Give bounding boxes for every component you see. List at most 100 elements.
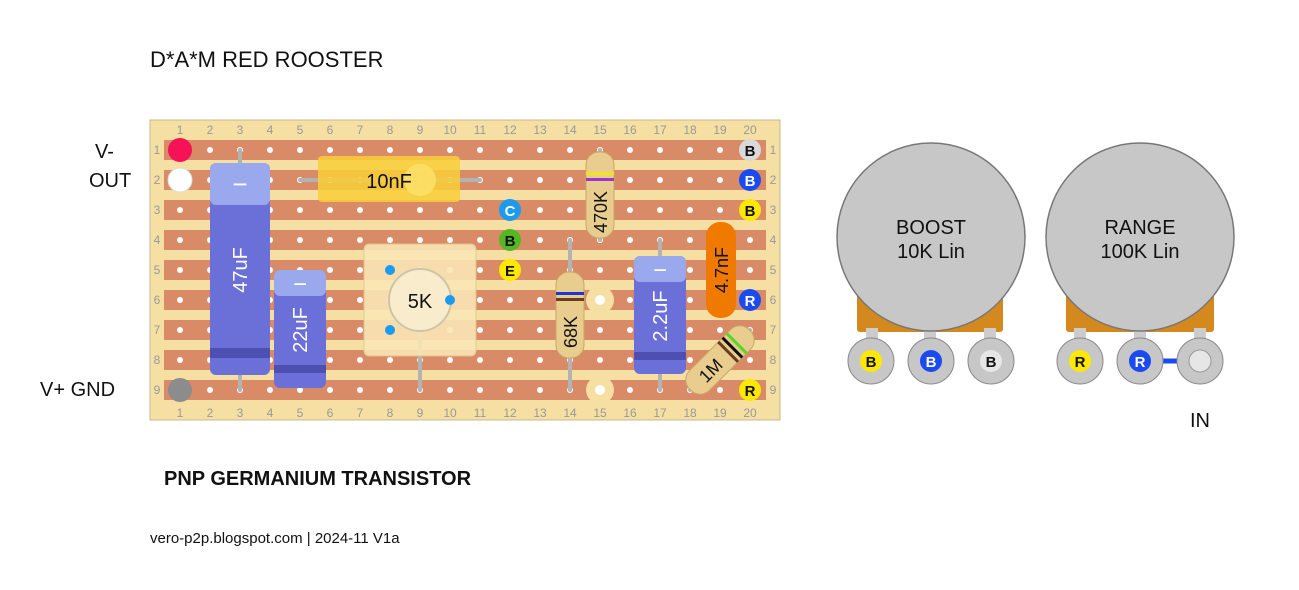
column-number: 20 <box>743 123 757 137</box>
board-hole <box>177 297 183 303</box>
capacitor-2-2uf-body <box>634 256 686 374</box>
board-hole <box>567 147 573 153</box>
board-hole <box>537 237 543 243</box>
column-number: 8 <box>387 123 394 137</box>
board-hole <box>507 297 513 303</box>
pot-range-lug-1-label: R <box>1075 354 1086 371</box>
wire-marker-row2 <box>739 169 761 191</box>
pot-boost-value: 10K Lin <box>897 241 965 263</box>
trimmer-pin <box>445 295 455 305</box>
column-number: 4 <box>267 406 274 420</box>
resistor-band <box>725 332 748 355</box>
row-number: 7 <box>154 323 161 337</box>
board-hole <box>507 327 513 333</box>
board-hole <box>477 267 483 273</box>
pot-range-lug-1-marker <box>1069 350 1091 372</box>
column-number: 7 <box>357 406 364 420</box>
board-hole <box>357 267 363 273</box>
board-hole <box>717 147 723 153</box>
column-number: 2 <box>207 123 214 137</box>
row-number: 3 <box>770 203 777 217</box>
capacitor-22uf-body <box>274 270 326 388</box>
board-hole <box>567 207 573 213</box>
column-number: 11 <box>474 123 487 137</box>
board-hole <box>327 147 333 153</box>
capacitor-4-7nf-body <box>706 222 736 318</box>
column-number: 15 <box>593 123 607 137</box>
board-hole <box>447 357 453 363</box>
column-number: 13 <box>533 406 547 420</box>
board-hole <box>327 297 333 303</box>
capacitor-22uf-band <box>274 365 326 373</box>
board-hole <box>627 177 633 183</box>
in-label: IN <box>1190 410 1210 432</box>
row-number: 6 <box>770 293 777 307</box>
board-hole <box>327 267 333 273</box>
pot-range-body <box>1045 142 1235 332</box>
board-hole <box>387 387 393 393</box>
board-hole <box>537 357 543 363</box>
board-hole <box>207 147 213 153</box>
capacitor-22uf-top <box>274 270 326 296</box>
column-number: 17 <box>653 406 667 420</box>
row-number: 5 <box>770 263 777 277</box>
resistor-band <box>556 298 584 301</box>
pot-boost-lug-3-marker <box>980 350 1002 372</box>
board-hole <box>327 327 333 333</box>
board-hole <box>627 237 633 243</box>
column-number: 4 <box>267 123 274 137</box>
gnd-terminal <box>168 378 192 402</box>
pot-boost-lug-2-marker <box>920 350 942 372</box>
board-hole <box>207 387 213 393</box>
pot-range-lug-2-marker <box>1129 350 1151 372</box>
board-hole <box>417 207 423 213</box>
column-number: 11 <box>474 406 487 420</box>
capacitor-47uf: − 47uF <box>210 163 270 375</box>
board-hole <box>687 207 693 213</box>
board-hole <box>357 297 363 303</box>
row-number: 7 <box>770 323 777 337</box>
board-hole <box>597 357 603 363</box>
pot-boost-body <box>836 142 1026 332</box>
board-hole <box>447 237 453 243</box>
column-number: 10 <box>443 406 457 420</box>
resistor-band <box>586 172 614 175</box>
board-hole <box>537 207 543 213</box>
pot-range-lug-3-marker <box>1188 349 1212 373</box>
column-number: 15 <box>593 406 607 420</box>
row-number: 4 <box>154 233 161 247</box>
board-hole <box>387 357 393 363</box>
row-number: 1 <box>770 143 777 157</box>
board-hole <box>657 177 663 183</box>
resistor-band <box>721 336 744 359</box>
board-hole <box>687 147 693 153</box>
board-hole <box>627 267 633 273</box>
column-numbers: 1122334455667788991010111112121313141415… <box>177 123 757 420</box>
board-hole <box>507 387 513 393</box>
board-hole <box>507 177 513 183</box>
board-hole <box>357 357 363 363</box>
capacitor-10nf-lead-pad <box>404 164 436 196</box>
pot-boost: BOOST 10K Lin B B B <box>836 142 1026 385</box>
column-number: 1 <box>177 123 184 137</box>
pot-boost-name: BOOST <box>896 217 966 239</box>
column-number: 16 <box>623 123 637 137</box>
board-hole <box>357 387 363 393</box>
column-number: 6 <box>327 123 334 137</box>
copper-strip <box>164 380 766 400</box>
column-number: 16 <box>623 406 637 420</box>
capacitor-47uf-band <box>210 348 270 358</box>
board-hole <box>657 207 663 213</box>
capacitor-2-2uf-label: 2.2uF <box>650 290 672 341</box>
column-number: 14 <box>563 123 577 137</box>
transistor-base-label: B <box>505 233 516 250</box>
pot-range-value: 100K Lin <box>1101 241 1180 263</box>
capacitor-22uf-minus: − <box>293 271 307 298</box>
column-number: 13 <box>533 123 547 137</box>
board-hole <box>627 207 633 213</box>
board-hole <box>747 237 753 243</box>
capacitor-22uf: − 22uF <box>274 270 326 388</box>
resistor-band <box>556 292 584 295</box>
trimmer-pin <box>385 325 395 335</box>
